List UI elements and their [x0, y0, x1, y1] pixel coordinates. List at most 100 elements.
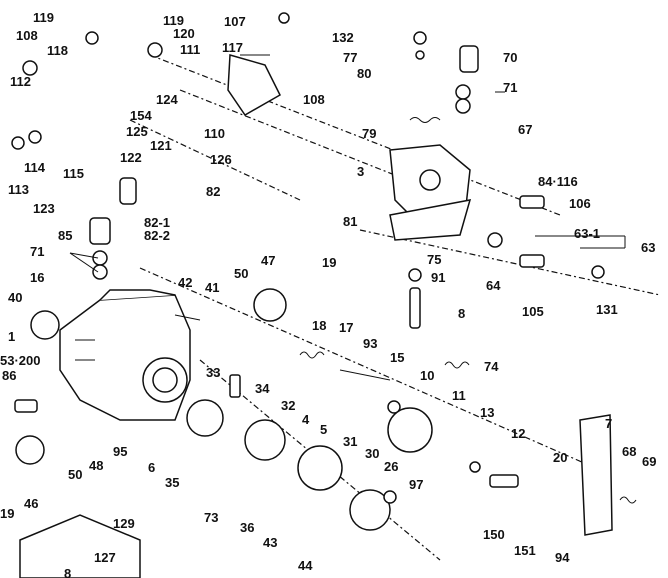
callout: 16 — [30, 270, 44, 285]
callout: 8 — [64, 566, 71, 578]
callout: 126 — [210, 152, 232, 167]
callout: 70 — [503, 50, 517, 65]
callout: 115 — [63, 166, 84, 181]
callout: 121 — [150, 138, 172, 153]
callout: 95 — [113, 444, 127, 459]
callout: 7 — [605, 416, 612, 431]
callout: 47 — [261, 253, 275, 268]
callout: 68 — [622, 444, 636, 459]
callout: 63 — [641, 240, 655, 255]
governor-parts — [15, 288, 433, 531]
callout: 17 — [339, 320, 353, 335]
callout: 80 — [357, 66, 371, 81]
callout: 46 — [24, 496, 38, 511]
callout: 94 — [555, 550, 570, 565]
callout: 73 — [204, 510, 218, 525]
callout: 26 — [384, 459, 398, 474]
callout: 11 — [452, 388, 466, 403]
callout: 19 — [322, 255, 336, 270]
callout: 42 — [178, 275, 192, 290]
callout: 114 — [24, 160, 46, 175]
callout: 91 — [431, 270, 445, 285]
callout: 5 — [320, 422, 327, 437]
callout: 32 — [281, 398, 295, 413]
callout: 12 — [511, 426, 525, 441]
callout: 33 — [206, 365, 220, 380]
callout: 1 — [8, 329, 15, 344]
callout: 97 — [409, 477, 423, 492]
callout: 154 — [130, 108, 152, 123]
callout: 15 — [390, 350, 404, 365]
callout: 10 — [420, 368, 434, 383]
callout: 71 — [503, 80, 517, 95]
callout: 81 — [343, 214, 357, 229]
callout: 123 — [33, 201, 55, 216]
callout: 105 — [522, 304, 544, 319]
callout: 107 — [224, 14, 246, 29]
callout: 63-1 — [574, 226, 600, 241]
callout: 108 — [303, 92, 325, 107]
callout: 34 — [255, 381, 270, 396]
callout: 131 — [596, 302, 618, 317]
small-parts — [11, 12, 605, 563]
callout: 150 — [483, 527, 505, 542]
pump-housing — [59, 289, 191, 421]
callout: 111 — [180, 42, 200, 57]
callout: 82 — [206, 184, 220, 199]
callout: 48 — [89, 458, 103, 473]
callout: 53·200 — [0, 353, 40, 368]
callout: 18 — [312, 318, 326, 333]
callout: 71 — [30, 244, 44, 259]
brackets — [19, 54, 613, 578]
callout: 129 — [113, 516, 135, 531]
callout: 124 — [156, 92, 178, 107]
callout: 86 — [2, 368, 16, 383]
callout: 20 — [553, 450, 567, 465]
callout: 69 — [642, 454, 656, 469]
callout: 110 — [204, 126, 225, 141]
callout: 30 — [365, 446, 379, 461]
callout: 108 — [16, 28, 38, 43]
callout: 79 — [362, 126, 376, 141]
callout: 67 — [518, 122, 532, 137]
callout: 8 — [458, 306, 465, 321]
callout: 50 — [68, 467, 82, 482]
callout: 93 — [363, 336, 377, 351]
callout: 36 — [240, 520, 254, 535]
callout: 127 — [94, 550, 116, 565]
callout: 113 — [8, 182, 29, 197]
callout: 106 — [569, 196, 591, 211]
callout: 64 — [486, 278, 501, 293]
callout: 4 — [302, 412, 310, 427]
callout: 125 — [126, 124, 148, 139]
callout: 151 — [514, 543, 536, 558]
callout: 3 — [357, 164, 364, 179]
callout: 41 — [205, 280, 219, 295]
callout: 118 — [47, 43, 68, 58]
bolts-and-screws — [14, 45, 545, 488]
callout: 50 — [234, 266, 248, 281]
callout: 117 — [222, 40, 243, 55]
callout: 31 — [343, 434, 357, 449]
callout-labels: 119 119 108 118 120 111 112 154 124 114 … — [0, 10, 656, 578]
springs — [299, 117, 637, 504]
callout: 13 — [480, 405, 494, 420]
callout: 75 — [427, 252, 441, 267]
upper-housing — [389, 144, 472, 241]
callout: 82-1 — [144, 215, 170, 230]
callout: 112 — [10, 74, 31, 89]
callout: 77 — [343, 50, 357, 65]
callout: 35 — [165, 475, 179, 490]
callout: 40 — [8, 290, 22, 305]
callout: 43 — [263, 535, 277, 550]
callout: 120 — [173, 26, 195, 41]
leader-lines — [69, 54, 626, 273]
callout: 74 — [484, 359, 499, 374]
callout: 84·116 — [538, 174, 578, 189]
callout: 6 — [148, 460, 155, 475]
callout: 85 — [58, 228, 72, 243]
shafts — [174, 314, 391, 381]
callout: 122 — [120, 150, 142, 165]
